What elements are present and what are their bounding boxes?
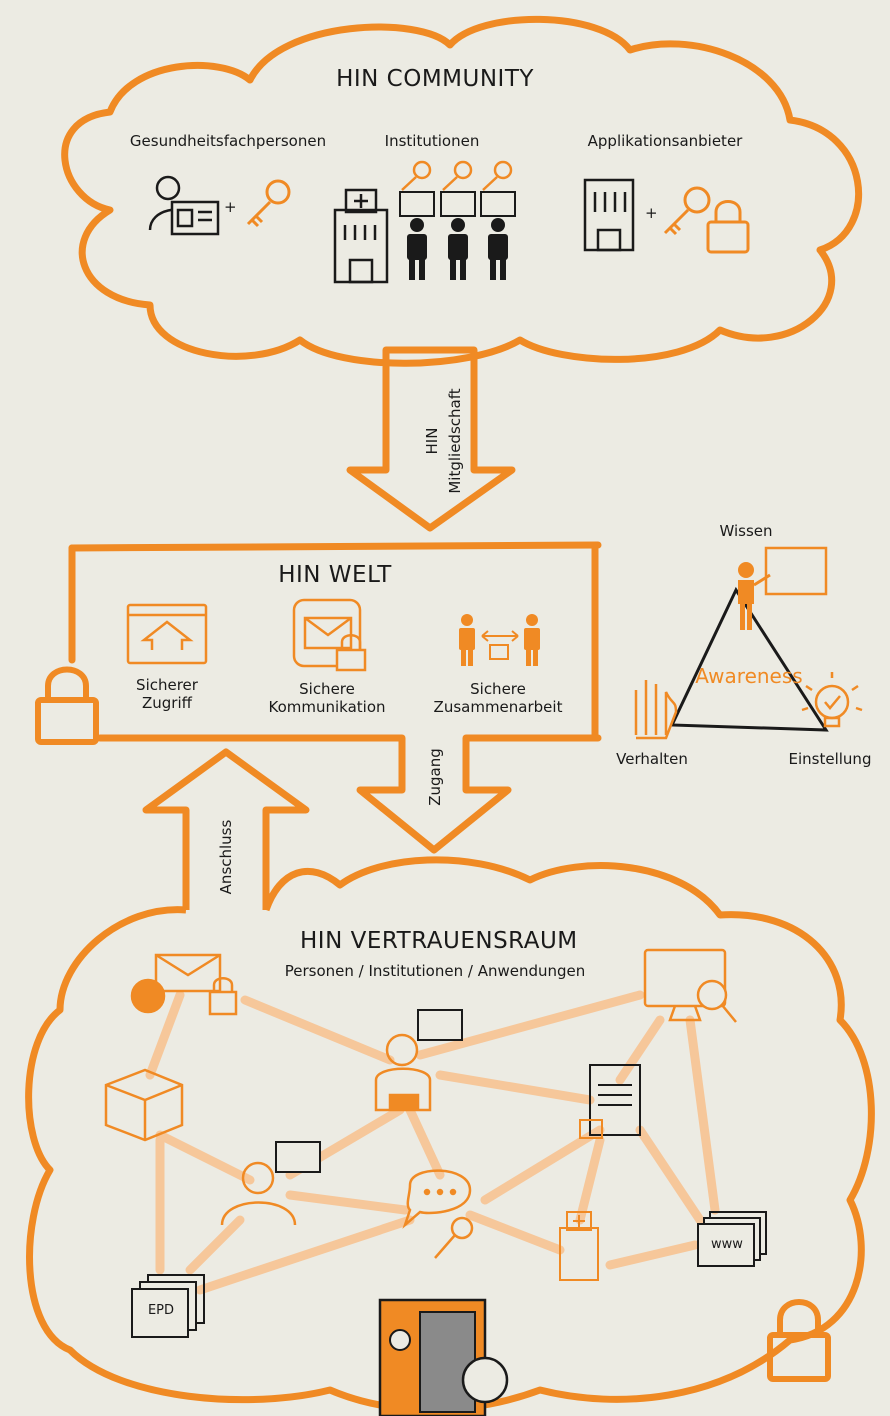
epd-record-icon xyxy=(131,1274,205,1338)
community-cloud xyxy=(61,15,863,367)
institutions-label: Institutionen xyxy=(384,132,480,150)
network-connections xyxy=(145,990,720,1295)
trust-space-cloud xyxy=(25,856,875,1413)
membership-label-1: HIN xyxy=(423,427,441,455)
collaboration-icon xyxy=(459,614,540,666)
app-provider-building-icon xyxy=(583,178,635,252)
community-title: HIN COMMUNITY xyxy=(336,66,534,92)
trust-space-subtitle: Personen / Institutionen / Anwendungen xyxy=(284,962,586,980)
secure-access-line1: Sicherer xyxy=(136,676,198,694)
health-professional-icon xyxy=(148,175,220,236)
patient-icon xyxy=(374,1009,463,1112)
access-arrow xyxy=(356,738,512,854)
secure-access-line2: Zugriff xyxy=(142,694,192,712)
trust-space-title: HIN VERTRAUENSRAUM xyxy=(300,928,578,954)
key-and-lock-icon xyxy=(663,186,750,254)
awareness-center: Awareness xyxy=(695,664,803,688)
package-icon xyxy=(104,1068,184,1142)
institution-staff-icons xyxy=(399,160,516,280)
teacher-icon xyxy=(738,546,828,630)
access-label: Zugang xyxy=(426,748,444,806)
www-label: www xyxy=(711,1237,743,1252)
hin-welt-frame xyxy=(68,541,602,742)
hospital-building-icon xyxy=(333,188,389,284)
membership-arrow xyxy=(346,346,516,532)
app-providers-label: Applikationsanbieter xyxy=(587,132,743,150)
awareness-knowledge: Wissen xyxy=(719,522,773,540)
secure-mail-icon xyxy=(292,598,367,672)
plus-sign: + xyxy=(224,198,237,216)
doctor-icon xyxy=(220,1141,321,1226)
connection-label: Anschluss xyxy=(217,819,235,895)
small-hospital-icon xyxy=(559,1211,599,1281)
chat-key-icon xyxy=(402,1169,474,1259)
plus-sign-2: + xyxy=(645,204,658,222)
epd-label: EPD xyxy=(147,1303,175,1318)
health-professionals-label: Gesundheitsfachpersonen xyxy=(129,132,327,150)
awareness-attitude: Einstellung xyxy=(788,750,872,768)
secure-email-globe-icon xyxy=(130,953,238,1016)
secure-communication-line2: Kommunikation xyxy=(268,698,386,716)
awareness-behavior: Verhalten xyxy=(616,750,688,768)
safe-icon xyxy=(378,1298,509,1416)
secure-collaboration-line2: Zusammenarbeit xyxy=(433,698,563,716)
welt-title: HIN WELT xyxy=(278,562,392,588)
connection-arrow xyxy=(142,748,310,910)
secure-communication-line1: Sichere xyxy=(299,680,355,698)
website-icon xyxy=(697,1211,767,1267)
key-icon xyxy=(246,179,291,228)
document-icon xyxy=(579,1064,641,1139)
lightbulb-icon xyxy=(801,672,863,728)
hand-stop-icon xyxy=(634,680,678,740)
secure-collaboration-line1: Sichere xyxy=(470,680,526,698)
secure-access-icon xyxy=(126,603,208,665)
lock-icon xyxy=(35,666,99,745)
monitor-search-icon xyxy=(643,948,737,1023)
lock-icon-bottom xyxy=(767,1299,831,1382)
awareness-triangle xyxy=(669,586,829,732)
membership-label-2: Mitgliedschaft xyxy=(446,388,464,494)
